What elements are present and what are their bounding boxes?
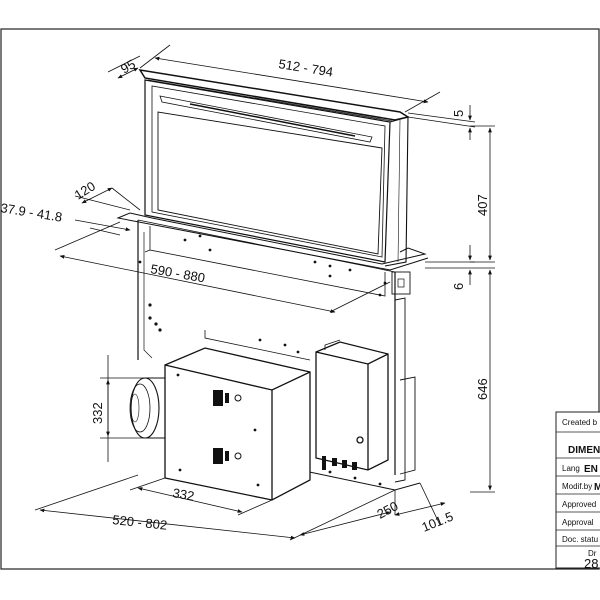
- dim-motor-width: 332: [171, 485, 195, 504]
- modif-label: Modif.by: [562, 482, 592, 491]
- document-type: DIMENS: [568, 445, 600, 456]
- modif-value: M: [594, 482, 600, 493]
- downdraft-hood: [116, 68, 429, 491]
- dim-407: 407: [475, 194, 490, 216]
- control-box: [315, 339, 389, 471]
- dim-120: 120: [72, 178, 98, 202]
- dim-base-depth: 250: [374, 498, 400, 521]
- drawing-number: 28: [584, 556, 598, 571]
- drawing-label: Dr: [588, 549, 597, 558]
- title-block: Created b DIMENS Lang EN Modif.by M Appr…: [555, 411, 600, 571]
- dim-total-width: 520 - 802: [112, 512, 168, 533]
- dim-width-top: 512 - 794: [278, 56, 335, 79]
- dim-motor-height: 332: [90, 402, 105, 424]
- dim-depth-range: 37.9 - 41.8: [0, 200, 63, 225]
- lang-value: EN: [584, 464, 598, 475]
- dim-base-offset: 101.5: [420, 509, 456, 535]
- dim-6: 6: [451, 283, 466, 290]
- doc-status-label: Doc. statu: [562, 535, 598, 544]
- approval-label: Approval: [562, 518, 594, 527]
- dim-5: 5: [451, 110, 466, 117]
- motor-unit: [129, 347, 311, 501]
- dim-646: 646: [475, 378, 490, 400]
- page-border: [0, 28, 600, 570]
- dim-cutout-width: 590 - 880: [149, 261, 206, 285]
- dimension-lines: [34, 44, 495, 541]
- dim-95: 95: [118, 56, 138, 76]
- lang-label: Lang: [562, 464, 580, 473]
- created-by-label: Created b: [562, 418, 598, 427]
- approved-label: Approved: [562, 500, 596, 509]
